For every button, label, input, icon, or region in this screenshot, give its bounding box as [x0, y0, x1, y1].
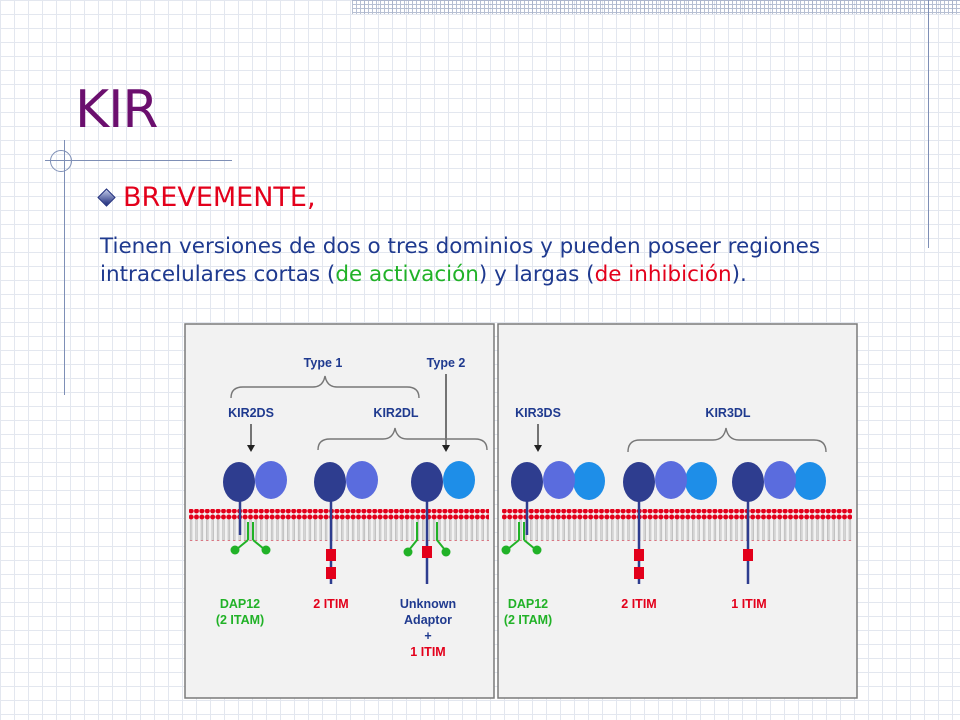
membrane-left: [189, 509, 489, 541]
type2-label: Type 2: [427, 356, 466, 370]
kir2dl-label: KIR2DL: [373, 406, 419, 420]
kir2dl-receptor: [314, 461, 378, 584]
kir3dl-brace: [627, 427, 827, 453]
right-dap12-line2: (2 ITAM): [504, 613, 552, 627]
type1-label: Type 1: [304, 356, 343, 370]
right-2itim-label: 2 ITIM: [621, 597, 656, 611]
kir2ds-receptor: [223, 461, 287, 555]
paragraph-part-3: ).: [731, 262, 747, 287]
right-1itim-label: 1 ITIM: [731, 597, 766, 611]
kir2dl-brace: [317, 427, 488, 451]
inhibition-text: de inhibición: [594, 262, 732, 287]
unknown-line3: 1 ITIM: [410, 645, 445, 659]
decorative-title-underline: [45, 160, 232, 161]
bullet-item: BREVEMENTE,: [97, 182, 316, 213]
decorative-circle: [50, 150, 72, 172]
left-dap12-line2: (2 ITAM): [216, 613, 264, 627]
kir2ds-label: KIR2DS: [228, 406, 274, 420]
body-paragraph: Tienen versiones de dos o tres dominios …: [100, 233, 900, 289]
diamond-bullet-icon: [97, 188, 116, 207]
slide-title: KIR: [75, 80, 159, 140]
kir3dl-2itim-receptor: [623, 461, 717, 584]
type1-brace: [230, 375, 420, 399]
activation-text: de activación: [335, 262, 479, 287]
bullet-text: BREVEMENTE,: [123, 182, 316, 213]
paragraph-part-1: Tienen versiones de dos o tres dominios …: [100, 234, 821, 287]
unknown-line1: Unknown: [400, 597, 456, 611]
decorative-grid-band: [352, 0, 960, 14]
left-2itim-label: 2 ITIM: [313, 597, 348, 611]
kir3dl-label: KIR3DL: [705, 406, 751, 420]
paragraph-part-2: ) y largas (: [478, 262, 595, 287]
kir3ds-label: KIR3DS: [515, 406, 561, 420]
membrane-right: [502, 509, 852, 541]
type2-arrow-head: [442, 445, 450, 452]
left-dap12-line1: DAP12: [220, 597, 260, 611]
type2-receptor: [403, 461, 475, 584]
kir3ds-receptor: [501, 461, 605, 555]
unknown-line2: Adaptor: [404, 613, 452, 627]
plus-sign: +: [424, 629, 431, 643]
kir-receptor-diagram: Type 1 Type 2 KIR2DS KIR2DL DAP12 (2 ITA…: [184, 323, 858, 699]
decorative-right-vertical-line: [928, 0, 929, 248]
kir2ds-arrow-head: [247, 445, 255, 452]
right-dap12-line1: DAP12: [508, 597, 548, 611]
kir3ds-arrow-head: [534, 445, 542, 452]
kir3dl-1itim-receptor: [732, 461, 826, 584]
decorative-left-vertical-line: [64, 140, 65, 395]
